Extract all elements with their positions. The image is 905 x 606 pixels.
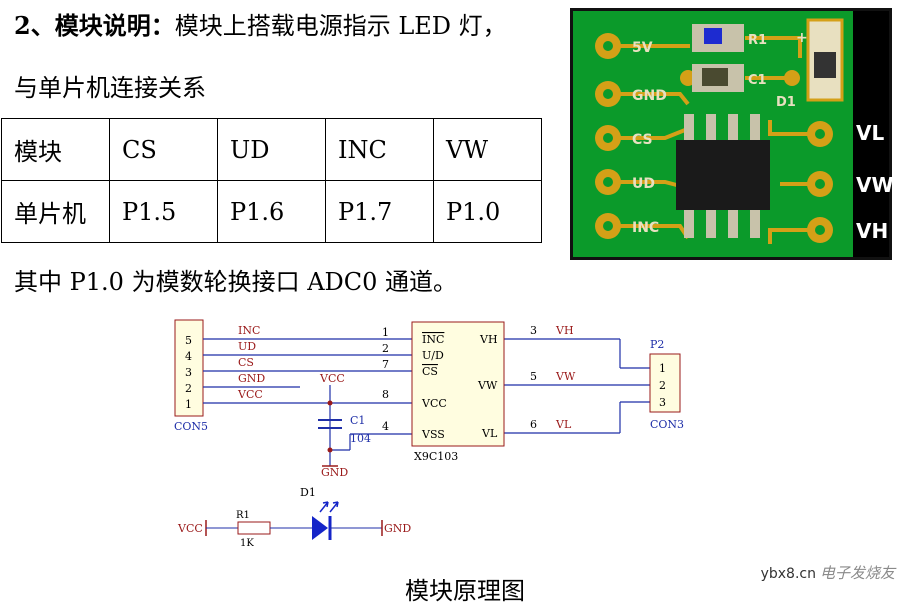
table-row: 单片机 P1.5 P1.6 P1.7 P1.0 bbox=[1, 180, 542, 243]
ic-pin-name: VSS bbox=[421, 428, 445, 441]
led-diode-icon bbox=[312, 516, 328, 540]
net-label-cs: CS bbox=[238, 356, 254, 369]
led-res-ref: R1 bbox=[236, 510, 250, 521]
ic-body bbox=[411, 321, 505, 447]
schematic: 5 4 3 2 1 CON5 INC UD CS GND VCC VCC C1 … bbox=[174, 319, 684, 546]
net-label-gnd: GND bbox=[238, 372, 265, 385]
net-label-vcc: VCC bbox=[237, 388, 263, 401]
pcb-label-r1: R1 bbox=[748, 33, 767, 48]
section-heading: 2、模块说明：模块上搭载电源指示 LED 灯， bbox=[14, 6, 507, 41]
pcb-resistor-body bbox=[704, 28, 722, 44]
cap-value: 104 bbox=[350, 432, 371, 445]
ic-pin-name: INC bbox=[422, 333, 444, 346]
figure-caption: 模块原理图 bbox=[405, 577, 525, 605]
table-cell: VW bbox=[433, 118, 542, 181]
con5-pin: 3 bbox=[185, 366, 192, 379]
pcb-label-ud: UD bbox=[632, 176, 655, 192]
table-cell: CS bbox=[109, 118, 218, 181]
p2-ref: P2 bbox=[650, 338, 664, 351]
p2-pin: 1 bbox=[659, 362, 666, 375]
net-label-vl: VL bbox=[555, 418, 572, 431]
pcb-label-c1: C1 bbox=[748, 73, 767, 88]
pcb-label-vh: VH bbox=[856, 219, 888, 243]
ic-pin-name: U/D bbox=[422, 349, 444, 362]
table-cell: P1.7 bbox=[325, 180, 434, 243]
p2-body bbox=[649, 353, 681, 413]
ic-pin-num: 6 bbox=[530, 418, 537, 431]
ic-pin-name: CS bbox=[422, 365, 438, 378]
ic-pin-num: 5 bbox=[530, 370, 537, 383]
ic-pin-num: 4 bbox=[382, 420, 389, 433]
con5-pin: 2 bbox=[185, 382, 192, 395]
pcb-label-5v: 5V bbox=[632, 40, 653, 56]
table-row: 模块 CS UD INC VW bbox=[1, 118, 542, 181]
pcb-edge bbox=[853, 11, 889, 257]
section-number: 2、 bbox=[14, 11, 55, 40]
pcb-capacitor-body bbox=[702, 68, 728, 86]
table-cell: 单片机 bbox=[1, 180, 110, 243]
table-cell: P1.6 bbox=[217, 180, 326, 243]
ic-pin-num: 8 bbox=[382, 388, 389, 401]
ic-name: X9C103 bbox=[414, 450, 458, 463]
watermark-brand: 电子发烧友 bbox=[819, 564, 895, 582]
table-cell: P1.0 bbox=[433, 180, 542, 243]
ic-pin-name: VH bbox=[479, 333, 498, 346]
pcb-ic-chip bbox=[676, 140, 770, 210]
light-emission-icon bbox=[319, 501, 339, 513]
ic-pin-name: VW bbox=[477, 379, 498, 392]
pcb-label-d1: D1 bbox=[776, 95, 796, 110]
led-vcc-label: VCC bbox=[177, 522, 203, 535]
cap-ref: C1 bbox=[350, 414, 365, 427]
led-res-value: 1K bbox=[240, 538, 254, 546]
pcb-label-gnd: GND bbox=[632, 88, 667, 104]
pcb-label-cs: CS bbox=[632, 132, 653, 148]
section-desc: 模块上搭载电源指示 LED 灯， bbox=[174, 12, 507, 40]
section-desc-2: 与单片机连接关系 bbox=[14, 74, 206, 102]
pcb-led-body bbox=[814, 52, 836, 78]
ic-pin-num: 2 bbox=[382, 342, 389, 355]
cap-vcc-label: VCC bbox=[319, 372, 345, 385]
pcb-label-vl: VL bbox=[856, 121, 884, 145]
p2-pin: 3 bbox=[659, 396, 666, 409]
net-label-vh: VH bbox=[555, 324, 574, 337]
ic-pin-name: VCC bbox=[421, 397, 447, 410]
con5-body bbox=[174, 319, 204, 417]
con5-name: CON5 bbox=[174, 420, 208, 433]
p2-name: CON3 bbox=[650, 418, 684, 431]
led-diode-ref: D1 bbox=[300, 486, 316, 499]
junction-dot bbox=[327, 400, 333, 406]
net-label-vw: VW bbox=[555, 370, 576, 383]
table-cell: INC bbox=[325, 118, 434, 181]
con5-pin: 5 bbox=[185, 334, 192, 347]
con5-pin: 1 bbox=[185, 398, 192, 411]
adc-note: 其中 P1.0 为模数轮换接口 ADC0 通道。 bbox=[14, 268, 458, 296]
pcb-plus-mark: + bbox=[796, 30, 808, 46]
table-cell: 模块 bbox=[1, 118, 110, 181]
cap-gnd-label: GND bbox=[321, 466, 348, 479]
net-label-ud: UD bbox=[238, 340, 256, 353]
net-label-inc: INC bbox=[238, 324, 260, 337]
section-title: 模块说明： bbox=[54, 11, 175, 40]
p2-pin: 2 bbox=[659, 379, 666, 392]
ic-pin-num: 1 bbox=[382, 326, 389, 339]
pin-table: 模块 CS UD INC VW 单片机 P1.5 P1.6 P1.7 P1.0 bbox=[1, 118, 542, 243]
junction-dot bbox=[327, 447, 333, 453]
ic-pin-num: 3 bbox=[530, 324, 537, 337]
con5-pin: 4 bbox=[185, 350, 192, 363]
led-gnd-label: GND bbox=[384, 522, 411, 535]
ic-pin-name: VL bbox=[481, 427, 498, 440]
pcb-image: 5V GND CS UD INC R1 C1 D1 + VL VW VH bbox=[570, 8, 892, 260]
ic-pin-num: 7 bbox=[382, 358, 389, 371]
pcb-label-inc: INC bbox=[632, 220, 659, 236]
led-resistor bbox=[237, 521, 271, 535]
table-cell: UD bbox=[217, 118, 326, 181]
pcb-label-vw: VW bbox=[856, 173, 892, 197]
watermark-site: ybx8.cn bbox=[760, 566, 816, 582]
table-cell: P1.5 bbox=[109, 180, 218, 243]
